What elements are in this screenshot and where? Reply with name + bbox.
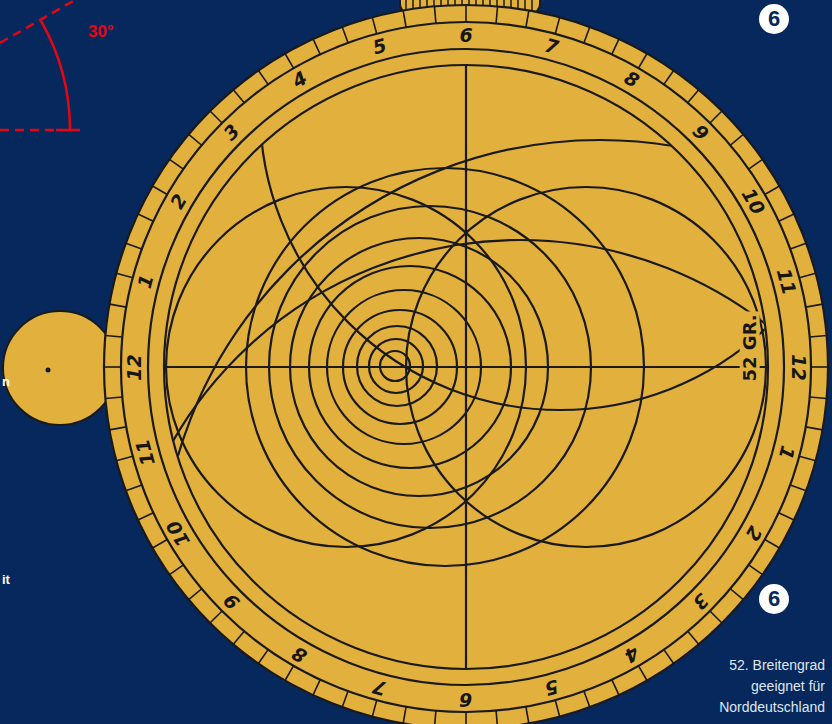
rim-tick bbox=[138, 214, 153, 221]
rim-tick bbox=[233, 90, 244, 103]
rim-tick bbox=[116, 273, 132, 277]
rim-tick bbox=[806, 304, 823, 307]
cut-text-fragment: it bbox=[2, 572, 10, 587]
rim-tick bbox=[664, 650, 674, 664]
rim-tick bbox=[210, 611, 222, 623]
rim-tick bbox=[639, 53, 648, 68]
rim-tick bbox=[790, 243, 806, 249]
rim-tick bbox=[189, 589, 202, 600]
rim-tick bbox=[688, 90, 699, 103]
rim-tick bbox=[790, 485, 806, 491]
rim-tick bbox=[313, 680, 320, 695]
latitude-mark: 52 GR. bbox=[740, 311, 760, 384]
rim-tick bbox=[765, 540, 780, 549]
hour-number: 6 bbox=[459, 26, 472, 45]
projection-lines bbox=[120, 0, 832, 724]
rim-tick bbox=[372, 700, 376, 716]
hour-number: 12 bbox=[788, 354, 807, 380]
rim-tick bbox=[342, 27, 348, 43]
rim-tick bbox=[210, 111, 222, 123]
rim-tick bbox=[138, 513, 153, 520]
rim-tick bbox=[105, 397, 122, 398]
hour-number: 12 bbox=[124, 354, 143, 380]
latitude-note: 52. Breitengrad geeignet für Norddeutsch… bbox=[713, 655, 825, 718]
rim-tick bbox=[434, 6, 435, 23]
rim-tick bbox=[555, 17, 559, 33]
rim-tick bbox=[612, 680, 619, 695]
rim-tick bbox=[710, 611, 722, 623]
rim-tick bbox=[109, 304, 126, 307]
callout-number: 6 bbox=[759, 4, 789, 34]
rim-tick bbox=[526, 10, 529, 27]
rim-tick bbox=[126, 243, 142, 249]
rim-tick bbox=[811, 366, 828, 368]
rim-tick bbox=[496, 6, 497, 23]
rim-tick bbox=[749, 159, 763, 169]
rim-tick bbox=[555, 700, 559, 716]
rim-tick bbox=[612, 39, 619, 54]
rim-tick bbox=[496, 711, 497, 724]
rim-tick bbox=[799, 273, 815, 277]
rim-tick bbox=[189, 134, 202, 145]
rim-tick bbox=[799, 456, 815, 460]
rim-tick bbox=[313, 39, 320, 54]
rim-tick bbox=[584, 691, 590, 707]
rim-tick bbox=[526, 707, 529, 724]
rim-tick bbox=[258, 70, 268, 84]
rim-tick bbox=[749, 565, 763, 575]
rim-tick bbox=[730, 589, 743, 600]
rim-tick bbox=[152, 540, 167, 549]
rim-tick bbox=[372, 17, 376, 33]
rim-tick bbox=[126, 485, 142, 491]
rim-tick bbox=[169, 565, 183, 575]
rim-tick bbox=[403, 707, 406, 724]
rim-tick bbox=[109, 427, 126, 430]
angle-annotation bbox=[0, 0, 80, 130]
rim-tick bbox=[342, 691, 348, 707]
rim-tick bbox=[710, 111, 722, 123]
rim-tick bbox=[258, 650, 268, 664]
side-tab bbox=[3, 311, 117, 425]
rim-tick bbox=[403, 10, 406, 27]
rim-tick bbox=[779, 214, 794, 221]
rim-tick bbox=[434, 711, 435, 724]
rim-tick bbox=[730, 134, 743, 145]
rim-tick bbox=[233, 631, 244, 644]
rim-tick bbox=[810, 397, 827, 398]
angle-label: 30° bbox=[88, 22, 114, 42]
rim-tick bbox=[688, 631, 699, 644]
rim-tick bbox=[664, 70, 674, 84]
rim-tick bbox=[116, 456, 132, 460]
cut-text-fragment: n bbox=[2, 374, 10, 389]
rim-tick bbox=[465, 5, 467, 22]
rim-tick bbox=[169, 159, 183, 169]
rim-tick bbox=[152, 186, 167, 195]
rim-tick bbox=[465, 712, 467, 724]
rim-tick bbox=[639, 666, 648, 681]
rim-tick bbox=[285, 53, 294, 68]
hour-number: 6 bbox=[459, 690, 472, 709]
rim-tick bbox=[810, 335, 827, 336]
rim-tick bbox=[584, 27, 590, 43]
rim-tick bbox=[779, 513, 794, 520]
rim-tick bbox=[765, 186, 780, 195]
rim-tick bbox=[104, 366, 121, 368]
rim-tick bbox=[105, 335, 122, 336]
rim-tick bbox=[285, 666, 294, 681]
callout-number: 6 bbox=[759, 584, 789, 614]
rim-tick bbox=[806, 427, 823, 430]
